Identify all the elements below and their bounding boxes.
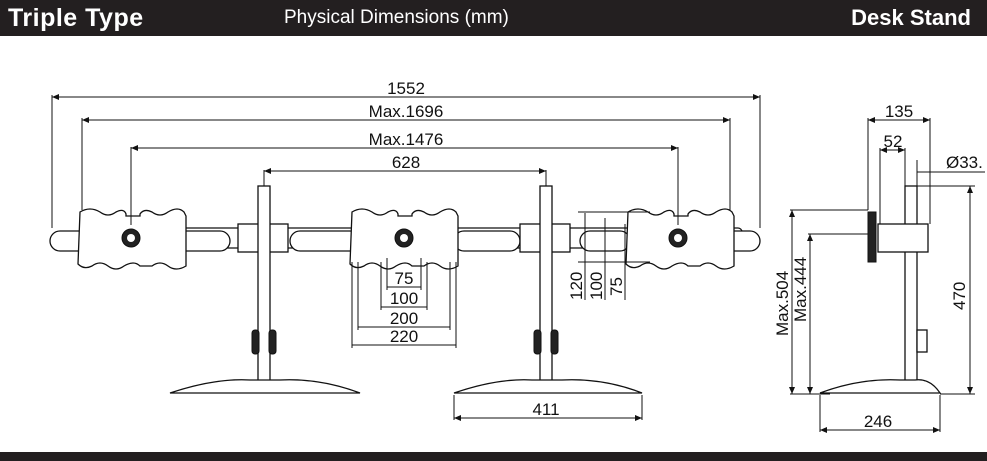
dim-vesa-100: 100 [390, 289, 418, 308]
side-pole [904, 185, 918, 387]
side-vesa-plate [867, 211, 877, 263]
dim-base-width: 411 [532, 400, 559, 419]
cable-clip-left-b [268, 329, 277, 355]
stand-type-label: Desk Stand [851, 5, 971, 30]
dim-plate-120: 120 [567, 272, 586, 300]
dim-plate-100: 100 [587, 272, 606, 300]
tilt-knob-center-center [400, 234, 408, 242]
dim-vesa-200: 200 [390, 309, 418, 328]
dim-max-height-504: Max.504 [773, 271, 792, 336]
front-view: 1552 Max.1696 Max.1476 628 75 100 200 22… [49, 79, 761, 421]
side-base [819, 379, 942, 394]
cable-clip-right-b [550, 329, 559, 355]
header-bar: Triple Type Physical Dimensions (mm) Des… [0, 0, 987, 36]
dim-max-height-444: Max.444 [791, 257, 810, 322]
dim-plate-75: 75 [607, 277, 626, 296]
dim-max-width-outer: Max.1696 [369, 102, 444, 121]
dim-max-width-inner: Max.1476 [369, 130, 444, 149]
side-view: 135 52 Ø33. Max.504 Max.444 470 246 [773, 102, 985, 433]
dim-vesa-220: 220 [390, 327, 418, 346]
arm-segment-right [453, 230, 521, 252]
tilt-knob-left-center [127, 234, 135, 242]
side-cable-clip [916, 329, 928, 353]
tilt-knob-right-center [674, 234, 682, 242]
pole-right [539, 185, 553, 387]
footer-bar [0, 452, 987, 461]
dim-side-135: 135 [885, 102, 913, 121]
arm-segment-left [289, 230, 361, 252]
dimensions-subtitle: Physical Dimensions (mm) [284, 7, 509, 28]
cable-clip-right-a [533, 329, 542, 355]
pole-left [257, 185, 271, 387]
side-clamp [877, 223, 929, 253]
dim-vesa-75: 75 [395, 269, 414, 288]
dim-pole-spacing: 628 [392, 153, 420, 172]
base-left [169, 379, 361, 394]
cable-clip-left-a [251, 329, 260, 355]
base-right [453, 379, 643, 394]
dim-overall-width: 1552 [387, 79, 425, 98]
technical-drawing: 1552 Max.1696 Max.1476 628 75 100 200 22… [49, 79, 985, 433]
dim-side-base-depth: 246 [864, 412, 892, 431]
dim-pole-diameter: Ø33. [946, 153, 983, 172]
dim-pole-height: 470 [950, 282, 969, 310]
dim-side-52: 52 [884, 132, 903, 151]
product-type-title: Triple Type [8, 4, 144, 32]
